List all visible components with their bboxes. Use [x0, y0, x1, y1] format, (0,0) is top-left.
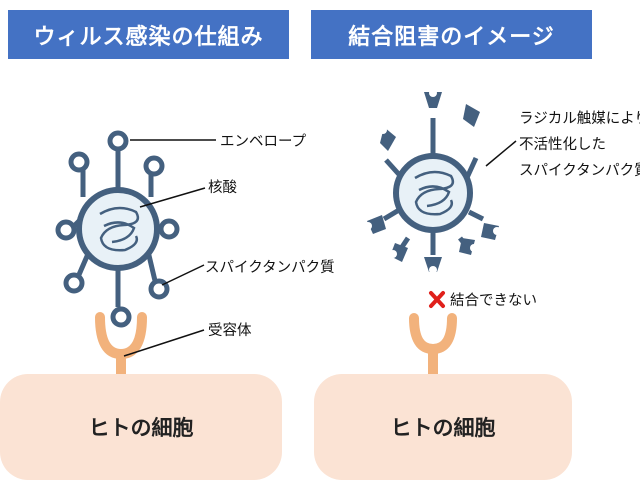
human-cell-right: ヒトの細胞 — [314, 374, 572, 480]
receptor-right — [409, 313, 457, 374]
spike-tips-left — [55, 130, 180, 328]
virus-left — [55, 130, 180, 328]
inactivated-label-line-3: スパイクタンパク質 — [519, 163, 640, 179]
human-cell-left-label: ヒトの細胞 — [88, 416, 194, 440]
leader-lines — [123, 139, 517, 357]
right-panel-title: 結合阻害のイメージ — [311, 10, 592, 59]
human-cell-right-label: ヒトの細胞 — [390, 416, 496, 440]
nucleic-acid-right — [414, 170, 455, 216]
human-cell-left: ヒトの細胞 — [0, 374, 282, 480]
envelope-left — [76, 187, 160, 271]
left-panel-title: ウィルス感染の仕組み — [8, 10, 289, 59]
envelope-right — [393, 153, 473, 233]
inactivated-label-line-1: ラジカル触媒により — [519, 111, 640, 127]
receptor-left — [95, 312, 147, 374]
inactivated-label-line-2: 不活性化した — [519, 137, 606, 153]
nucleic-acid-left — [99, 206, 140, 252]
envelope-label: エンベロープ — [220, 134, 307, 150]
cross-icon — [429, 291, 445, 308]
receptor-label: 受容体 — [208, 323, 252, 339]
no-binding-label: 結合できない — [450, 293, 537, 309]
spike-protein-label: スパイクタンパク質 — [205, 260, 335, 276]
virus-right — [364, 89, 501, 274]
nucleic-acid-label: 核酸 — [208, 180, 237, 196]
